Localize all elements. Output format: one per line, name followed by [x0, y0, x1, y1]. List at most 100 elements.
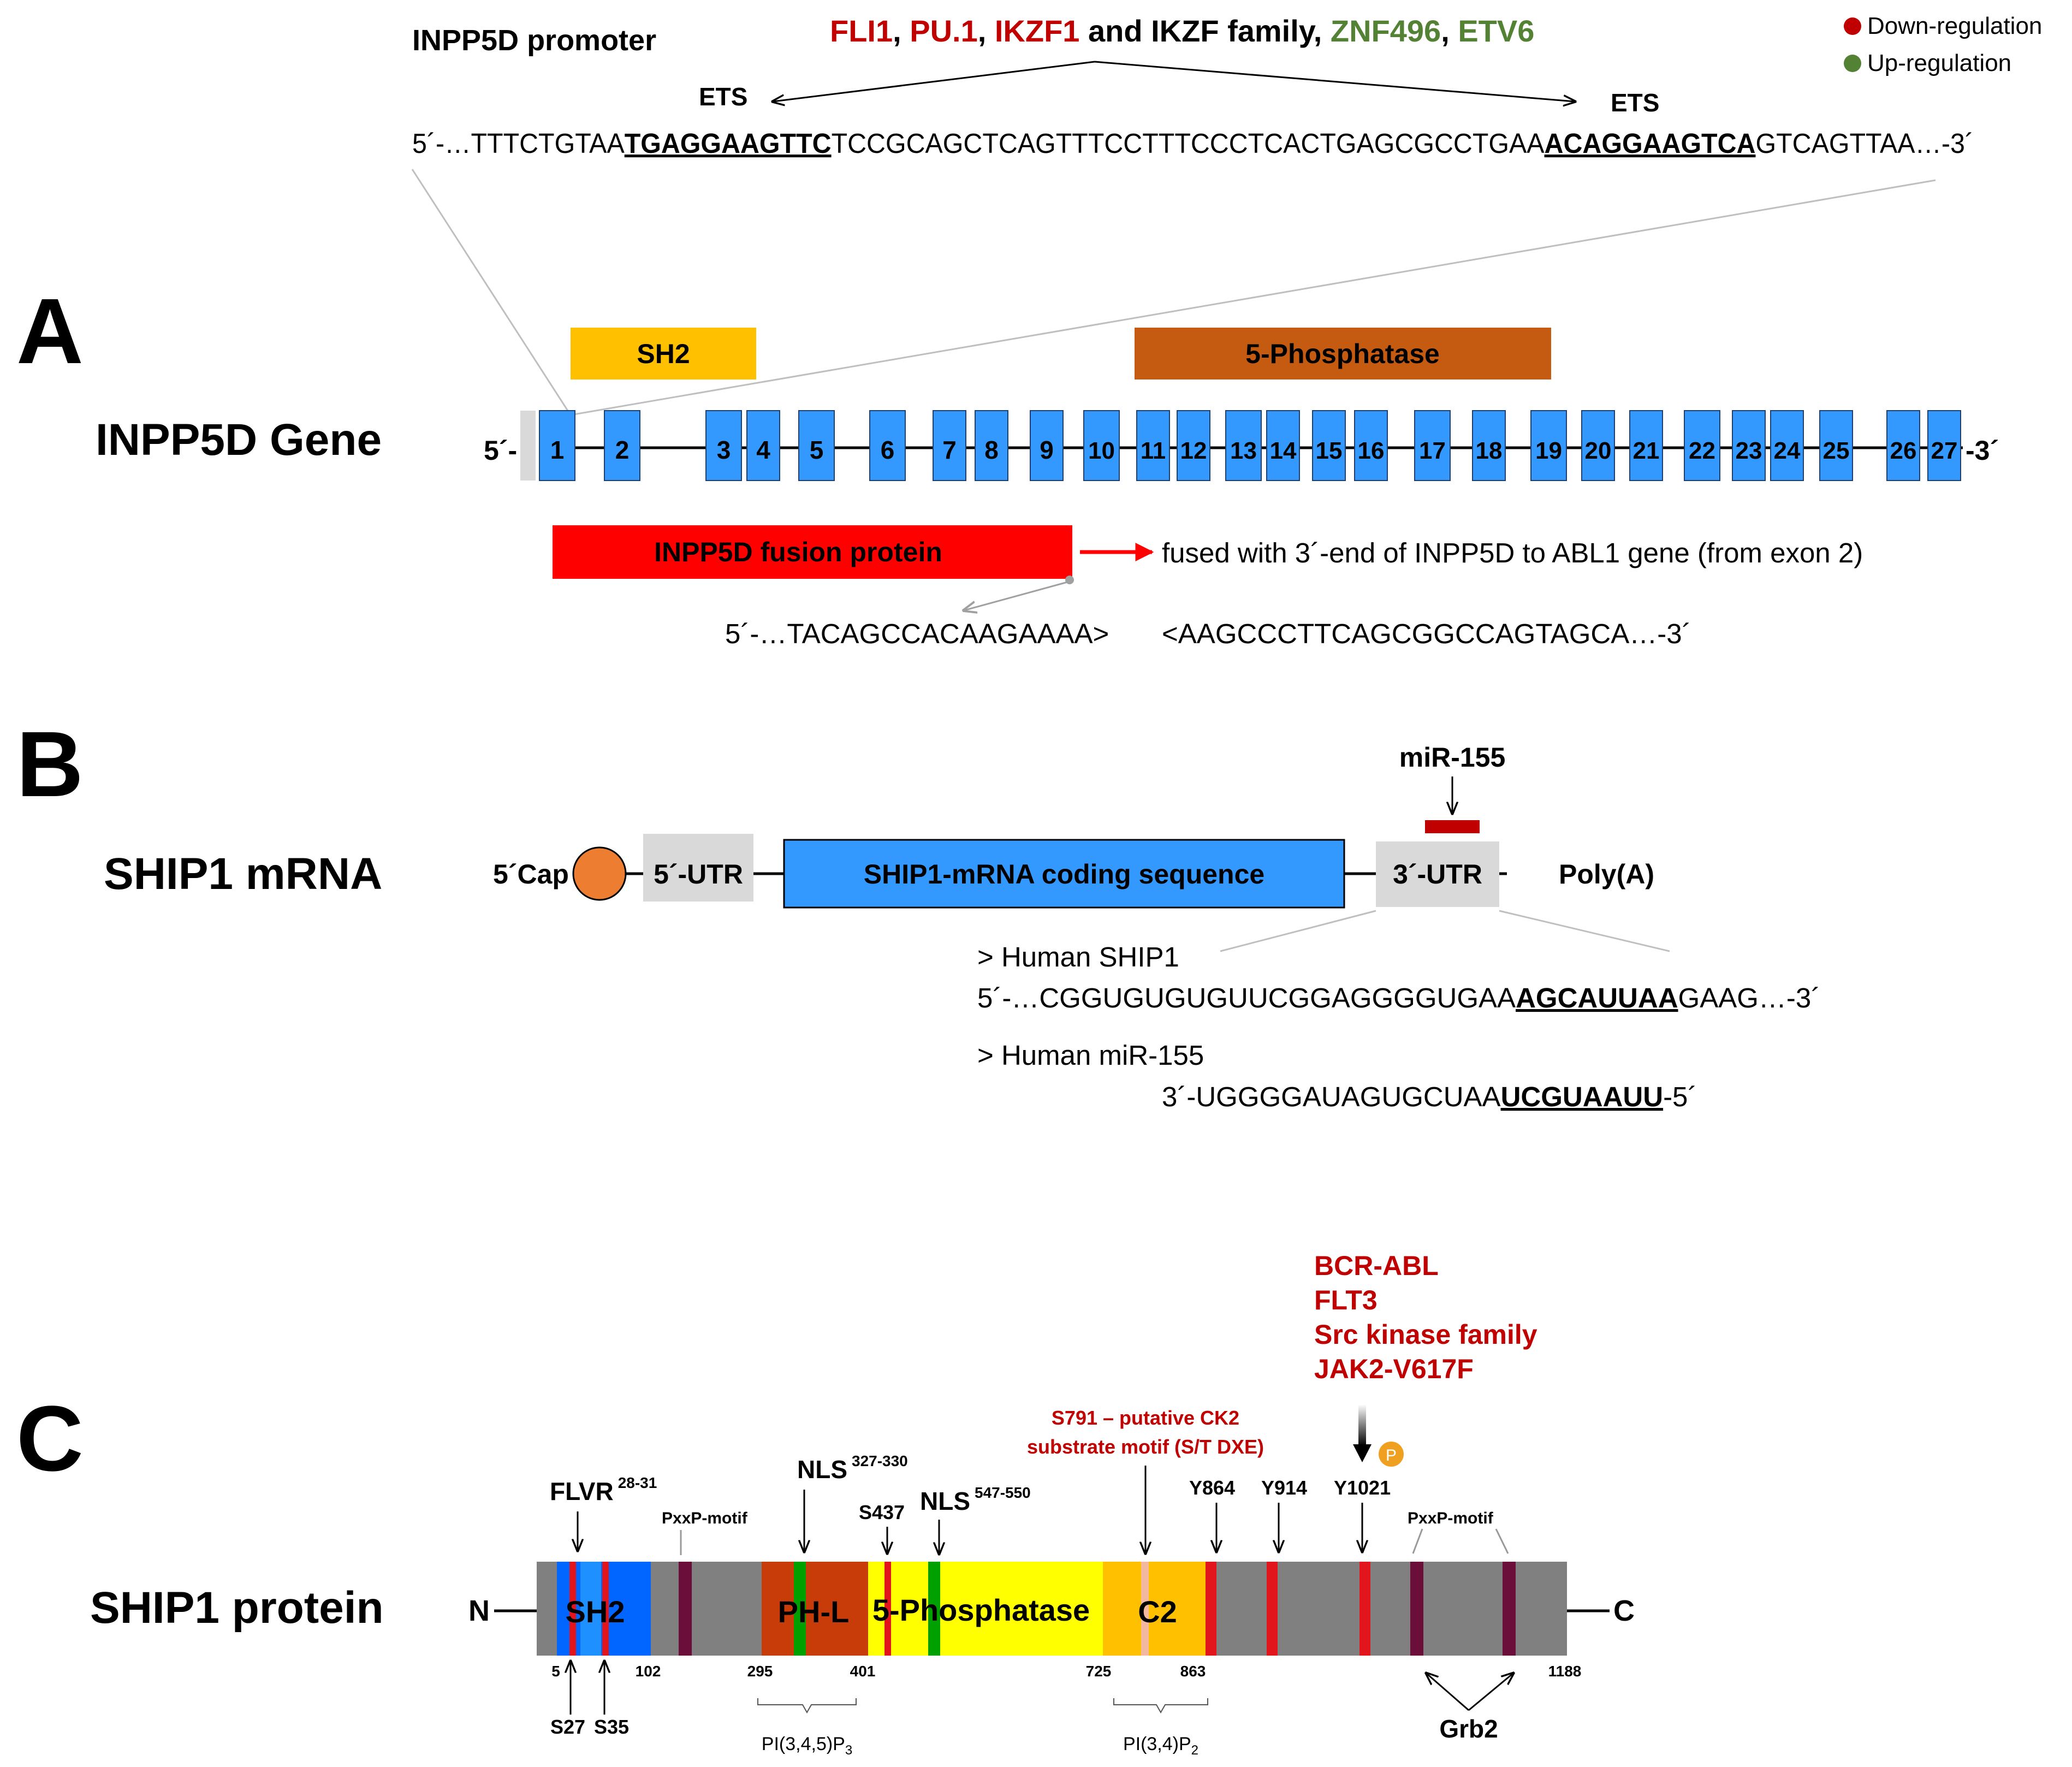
exon-label-15: 15	[1316, 437, 1343, 464]
exon-label-16: 16	[1358, 437, 1385, 464]
kinase-flt3: FLT3	[1314, 1285, 1378, 1315]
pip2-bracket	[1113, 1698, 1208, 1714]
exon-label-11: 11	[1141, 437, 1166, 464]
phosphatase-domain-bar	[1135, 328, 1551, 380]
grb2-label: Grb2	[1439, 1715, 1498, 1743]
exon-11	[1136, 410, 1170, 481]
exon-4	[746, 410, 780, 481]
utr3-zoom-left	[1220, 910, 1376, 952]
exon-5	[798, 410, 835, 481]
mirna-binding-bar	[1425, 820, 1480, 833]
cds-label: SHIP1-mRNA coding sequence	[864, 859, 1264, 890]
seq-mid: TCCGCAGCTCAGTTTCCTTTCCCTCACTGAGCGCCTGAA	[832, 128, 1545, 159]
s437-mark	[884, 1562, 891, 1656]
exon-9	[1030, 410, 1064, 481]
nls1-mark	[794, 1562, 806, 1656]
tf-ikzf1: IKZF1	[995, 14, 1080, 48]
exon-label-20: 20	[1585, 437, 1612, 464]
ck2-note-line2: substrate motif (S/T DXE)	[1027, 1436, 1264, 1458]
human-mir-header: > Human miR-155	[977, 1040, 1204, 1071]
exon-label-17: 17	[1419, 437, 1446, 464]
exon-10	[1083, 410, 1120, 481]
y864-mark	[1206, 1562, 1216, 1656]
promoter-title: INPP5D promoter	[412, 24, 656, 57]
ship1-seq-pre: 5´-…CGGUGUGUGUUCGGAGGGGUGAA	[977, 982, 1516, 1013]
y914-label: Y914	[1261, 1477, 1307, 1499]
sh2-protein-label: SH2	[566, 1594, 625, 1629]
gene-5prime-utr	[520, 411, 536, 481]
pxxp-label-left: PxxP-motif	[662, 1509, 748, 1527]
kinase-src-family: Src kinase family	[1314, 1319, 1537, 1350]
kinase-arrow-shaft	[1358, 1404, 1366, 1446]
pos-295: 295	[747, 1663, 773, 1680]
protein-title: SHIP1 protein	[90, 1583, 384, 1633]
tf-etv6: ETV6	[1458, 14, 1534, 48]
zoom-line-right	[570, 179, 1936, 416]
pxxp-mark-2	[1410, 1562, 1423, 1656]
pos-725: 725	[1086, 1663, 1112, 1680]
kinase-bcr-abl: BCR-ABL	[1314, 1250, 1439, 1281]
panel-c: C SHIP1 protein BCR-ABL FLT3 Src kinase …	[16, 1250, 1635, 1758]
exon-15	[1312, 410, 1346, 481]
exon-label-27: 27	[1931, 437, 1958, 464]
tf-sep-1: ,	[893, 14, 910, 48]
kinase-arrow-head	[1353, 1444, 1372, 1462]
exon-label-9: 9	[1040, 436, 1054, 464]
utr5-box	[643, 834, 753, 902]
sh2-domain-label: SH2	[637, 339, 690, 369]
ets-right-arrow	[1094, 61, 1575, 102]
human-ship1-header: > Human SHIP1	[977, 941, 1179, 973]
promoter-sequence: 5´-…TTTCTGTAATGAGGAAGTTCTCCGCAGCTCAGTTTC…	[412, 128, 1974, 159]
mirna-label: miR-155	[1399, 742, 1506, 773]
ship1-seed-site: AGCAUUAA	[1516, 982, 1678, 1013]
fusion-seq-left: 5´-…TACAGCCACAAGAAAA>	[725, 618, 1109, 649]
exon-16	[1354, 410, 1388, 481]
exon-label-26: 26	[1890, 437, 1917, 464]
pos-401: 401	[850, 1663, 876, 1680]
legend-up-label: Up-regulation	[1867, 50, 2011, 76]
exon-6	[869, 410, 906, 481]
pos-1188: 1188	[1548, 1663, 1582, 1680]
legend-down-label: Down-regulation	[1867, 13, 2042, 39]
up-regulation-dot	[1844, 55, 1861, 72]
s27-label: S27	[550, 1716, 585, 1738]
exon-14	[1266, 410, 1300, 481]
zoom-line-left	[411, 169, 572, 416]
phl-protein-label: PH-L	[778, 1594, 850, 1629]
exon-12	[1177, 410, 1210, 481]
exon-26	[1886, 410, 1920, 481]
transcription-factors: FLI1, PU.1, IKZF1 and IKZF family, ZNF49…	[830, 14, 1534, 48]
pxxp-mark-1	[679, 1562, 692, 1656]
pip2-label: PI(3,4)P2	[1123, 1734, 1198, 1758]
phospho-badge-label: P	[1386, 1446, 1397, 1464]
exon-13	[1225, 410, 1262, 481]
exon-23	[1732, 410, 1766, 481]
ets-motif-1: TGAGGAAGTTC	[625, 128, 832, 159]
c-terminus: C	[1613, 1594, 1635, 1627]
polya-label: Poly(A)	[1559, 859, 1654, 890]
pxxp-label-right: PxxP-motif	[1408, 1509, 1494, 1527]
down-regulation-dot	[1844, 17, 1861, 35]
phospho-badge	[1379, 1442, 1404, 1467]
s35-label: S35	[594, 1716, 629, 1738]
n-terminus: N	[468, 1594, 490, 1627]
ets-left-label: ETS	[699, 82, 747, 111]
exon-label-23: 23	[1736, 437, 1762, 464]
phosphatase-domain-label: 5-Phosphatase	[1245, 339, 1440, 369]
exon-label-6: 6	[881, 436, 895, 464]
exon-25	[1819, 410, 1853, 481]
exon-label-14: 14	[1270, 437, 1297, 464]
exon-7	[933, 410, 966, 481]
tf-ikzf-family: and IKZF family,	[1079, 14, 1330, 48]
sh2-domain-bar	[571, 328, 756, 380]
exon-8	[975, 410, 1008, 481]
ck2-note-line1: S791 – putative CK2	[1052, 1407, 1239, 1429]
c2-domain	[1103, 1562, 1211, 1656]
s791-mark	[1141, 1562, 1149, 1656]
exon-label-8: 8	[984, 436, 999, 464]
exon-21	[1629, 410, 1663, 481]
pxxp-right-tick-1	[1412, 1528, 1423, 1554]
exon-label-12: 12	[1180, 437, 1207, 464]
nls2-mark	[928, 1562, 940, 1656]
